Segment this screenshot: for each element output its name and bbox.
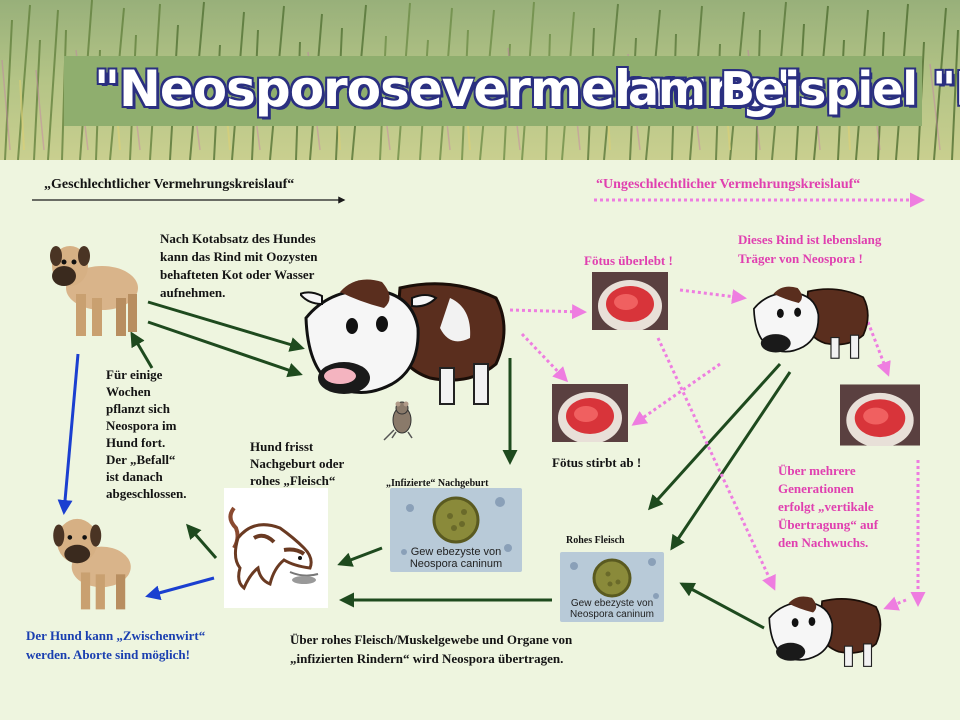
- arrow-carrier-to-placenta: [647, 362, 782, 511]
- foetus-stirbt-label: Fötus stirbt ab !: [552, 455, 642, 470]
- rohes-fleisch-label: Rohes Fleisch: [566, 535, 625, 546]
- hund-frisst-line: rohes „Fleisch“: [250, 473, 336, 488]
- pink-arrow-cross-1: [631, 362, 721, 426]
- fetus-photo-icon: [592, 272, 668, 330]
- fortpflanzung-line: abgeschlossen.: [106, 486, 187, 501]
- arrow-placenta-to-dog-eating: [337, 546, 383, 567]
- hund-frisst-text: Hund frisst Nachgeburt oder rohes „Fleis…: [250, 438, 344, 489]
- fortpflanzung-text: Für einige Wochen pflanzt sich Neospora …: [106, 366, 187, 502]
- arrow-dog-to-cow-1: [147, 300, 305, 352]
- kot-text-line: behafteten Kot oder Wasser: [160, 267, 315, 282]
- fleisch-line: „infizierten Rindern“ wird Neospora über…: [290, 651, 564, 666]
- kot-text-line: aufnehmen.: [160, 285, 226, 300]
- kot-text-line: kann das Rind mit Oozysten: [160, 249, 318, 264]
- mouse-icon: [383, 401, 413, 441]
- fetus-photo-icon: [552, 384, 628, 442]
- title-subtitle: am Beispiel "Rind": [628, 62, 960, 116]
- pink-arrow-cow-to-fetus2: [520, 332, 569, 383]
- dog-icon: [50, 246, 138, 336]
- arrow-eating-to-dog-blue: [145, 576, 215, 601]
- hund-frisst-line: Nachgeburt oder: [250, 456, 345, 471]
- infizierte-nachgeburt-label: „Infizierte“ Nachgeburt: [386, 478, 489, 489]
- cyst-caption-line: Neospora caninum: [409, 558, 503, 570]
- fleisch-text: Über rohes Fleisch/Muskelgewebe und Orga…: [290, 630, 572, 668]
- zwischenwirt-line: Der Hund kann „Zwischenwirt“: [26, 628, 206, 643]
- zwischenwirt-line: werden. Aborte sind möglich!: [26, 647, 190, 662]
- cyst-caption: Gew ebezyste von Neospora caninum: [560, 598, 664, 620]
- fortpflanzung-line: Wochen: [106, 384, 151, 399]
- generationen-line: Übertragung“ auf: [778, 517, 879, 532]
- fortpflanzung-line: Der „Befall“: [106, 452, 176, 467]
- traeger-line: Dieses Rind ist lebenslang: [738, 232, 882, 247]
- arrow-dog-to-dog-blue: [57, 353, 80, 515]
- arrow-dog-to-cow-2: [147, 320, 303, 378]
- pink-arrow-bottomcow-feed: [883, 596, 907, 611]
- cyst-caption-line: Gew ebezyste von: [410, 546, 502, 558]
- fortpflanzung-line: pflanzt sich: [106, 401, 170, 416]
- sexual-cycle-label: „Geschlechtlicher Vermehrungskreislauf“: [44, 177, 295, 192]
- kot-text: Nach Kotabsatz des Hundes kann das Rind …: [160, 230, 317, 302]
- cow-icon: [300, 279, 506, 405]
- arrow-eating-to-text: [186, 523, 218, 559]
- dog-icon: [228, 506, 319, 591]
- pink-arrow-fetus1-to-carrier: [679, 288, 747, 304]
- cyst-caption-line: Neospora caninum: [570, 609, 654, 620]
- cyst-image: [401, 496, 512, 555]
- fetus-photo-icon: [840, 384, 920, 446]
- generationen-line: erfolgt „vertikale: [778, 499, 874, 514]
- arrow-up-to-dog: [130, 331, 154, 369]
- arrow-bottomcow-to-meat: [679, 582, 765, 630]
- zwischenwirt-text: Der Hund kann „Zwischenwirt“ werden. Abo…: [26, 626, 205, 664]
- fortpflanzung-line: ist danach: [106, 469, 163, 484]
- hund-frisst-line: Hund frisst: [250, 439, 314, 454]
- fortpflanzung-line: Hund fort.: [106, 435, 166, 450]
- generationen-text: Über mehrere Generationen erfolgt „verti…: [778, 462, 878, 552]
- generationen-line: Generationen: [778, 481, 854, 496]
- generationen-line: den Nachwuchs.: [778, 535, 869, 550]
- kot-text-line: Nach Kotabsatz des Hundes: [160, 231, 316, 246]
- generationen-line: Über mehrere: [778, 463, 856, 478]
- fortpflanzung-line: Neospora im: [106, 418, 177, 433]
- dog-eating-drawing: [224, 488, 328, 608]
- pink-arrow-cross-2: [656, 337, 776, 591]
- arrow-carrier-to-meat: [670, 371, 792, 551]
- traeger-line: Träger von Neospora !: [738, 251, 863, 266]
- fortpflanzung-line: Für einige: [106, 367, 163, 382]
- dog-icon: [53, 518, 131, 610]
- foetus-ueberlebt-label: Fötus überlebt !: [584, 253, 673, 268]
- cow-icon: [768, 596, 882, 667]
- cyst-caption: Gew ebezyste von Neospora caninum: [390, 546, 522, 570]
- asexual-cycle-label: “Ungeschlechtlicher Vermehrungskreislauf…: [596, 177, 861, 192]
- title-box: [64, 56, 922, 126]
- cyst-image: [570, 558, 659, 599]
- cyst-micrograph-icon: Gew ebezyste von Neospora caninum: [560, 552, 664, 622]
- fleisch-line: Über rohes Fleisch/Muskelgewebe und Orga…: [290, 632, 573, 647]
- title-main: "Neosporosevermehrung": [94, 60, 802, 118]
- cyst-micrograph-icon: Gew ebezyste von Neospora caninum: [390, 488, 522, 572]
- traeger-text: Dieses Rind ist lebenslang Träger von Ne…: [738, 230, 881, 268]
- pink-arrow-cow-to-fetus1: [509, 304, 587, 320]
- cyst-caption-line: Gew ebezyste von: [570, 598, 654, 609]
- cow-icon: [753, 286, 869, 359]
- grass-banner: "Neosporosevermehrung" am Beispiel "Rind…: [0, 0, 960, 160]
